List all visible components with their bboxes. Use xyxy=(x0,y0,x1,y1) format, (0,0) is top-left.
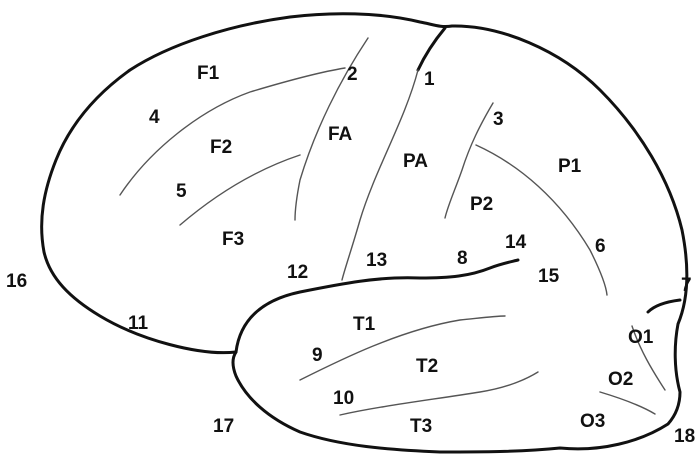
label-o2: O2 xyxy=(608,369,633,390)
label-7: 7 xyxy=(681,275,692,296)
lateral-sulcus xyxy=(234,258,520,354)
label-16: 16 xyxy=(6,271,27,292)
occipital-notch xyxy=(646,298,682,314)
label-8: 8 xyxy=(457,248,468,269)
postcentral-branch xyxy=(475,144,608,296)
cerebrum-outline xyxy=(40,12,689,454)
label-9: 9 xyxy=(312,345,323,366)
central-top-edge xyxy=(416,26,447,72)
label-10: 10 xyxy=(333,388,354,409)
label-3: 3 xyxy=(493,109,504,130)
label-t2: T2 xyxy=(416,356,438,377)
label-6: 6 xyxy=(595,236,606,257)
label-18: 18 xyxy=(674,426,695,447)
inferior-temporal-sulcus xyxy=(339,371,539,416)
label-14: 14 xyxy=(505,232,527,253)
label-11: 11 xyxy=(128,313,149,334)
label-o3: O3 xyxy=(580,411,605,432)
label-4: 4 xyxy=(149,107,160,128)
label-1: 1 xyxy=(424,69,435,90)
label-13: 13 xyxy=(366,250,387,271)
inferior-frontal-sulcus xyxy=(179,154,301,226)
label-17: 17 xyxy=(213,416,234,437)
label-pa: PA xyxy=(403,151,428,172)
label-o1: O1 xyxy=(628,327,654,348)
label-p1: P1 xyxy=(558,156,582,177)
label-t3: T3 xyxy=(410,416,432,437)
superior-frontal-sulcus xyxy=(119,67,346,196)
label-15: 15 xyxy=(538,266,560,287)
central-sulcus xyxy=(341,69,419,281)
occipital-sulcus-2 xyxy=(599,391,656,415)
label-2: 2 xyxy=(347,64,358,85)
label-t1: T1 xyxy=(353,314,376,335)
label-f2: F2 xyxy=(210,137,232,158)
label-fa: FA xyxy=(328,124,353,145)
intraparietal-sulcus xyxy=(444,102,494,219)
superior-temporal-sulcus xyxy=(299,315,506,381)
label-5: 5 xyxy=(176,181,187,202)
label-12: 12 xyxy=(287,262,308,283)
precentral-sulcus xyxy=(294,37,369,221)
label-f1: F1 xyxy=(197,63,220,84)
occipital-sulcus-1 xyxy=(631,325,666,391)
label-p2: P2 xyxy=(470,194,493,215)
label-f3: F3 xyxy=(222,229,244,250)
